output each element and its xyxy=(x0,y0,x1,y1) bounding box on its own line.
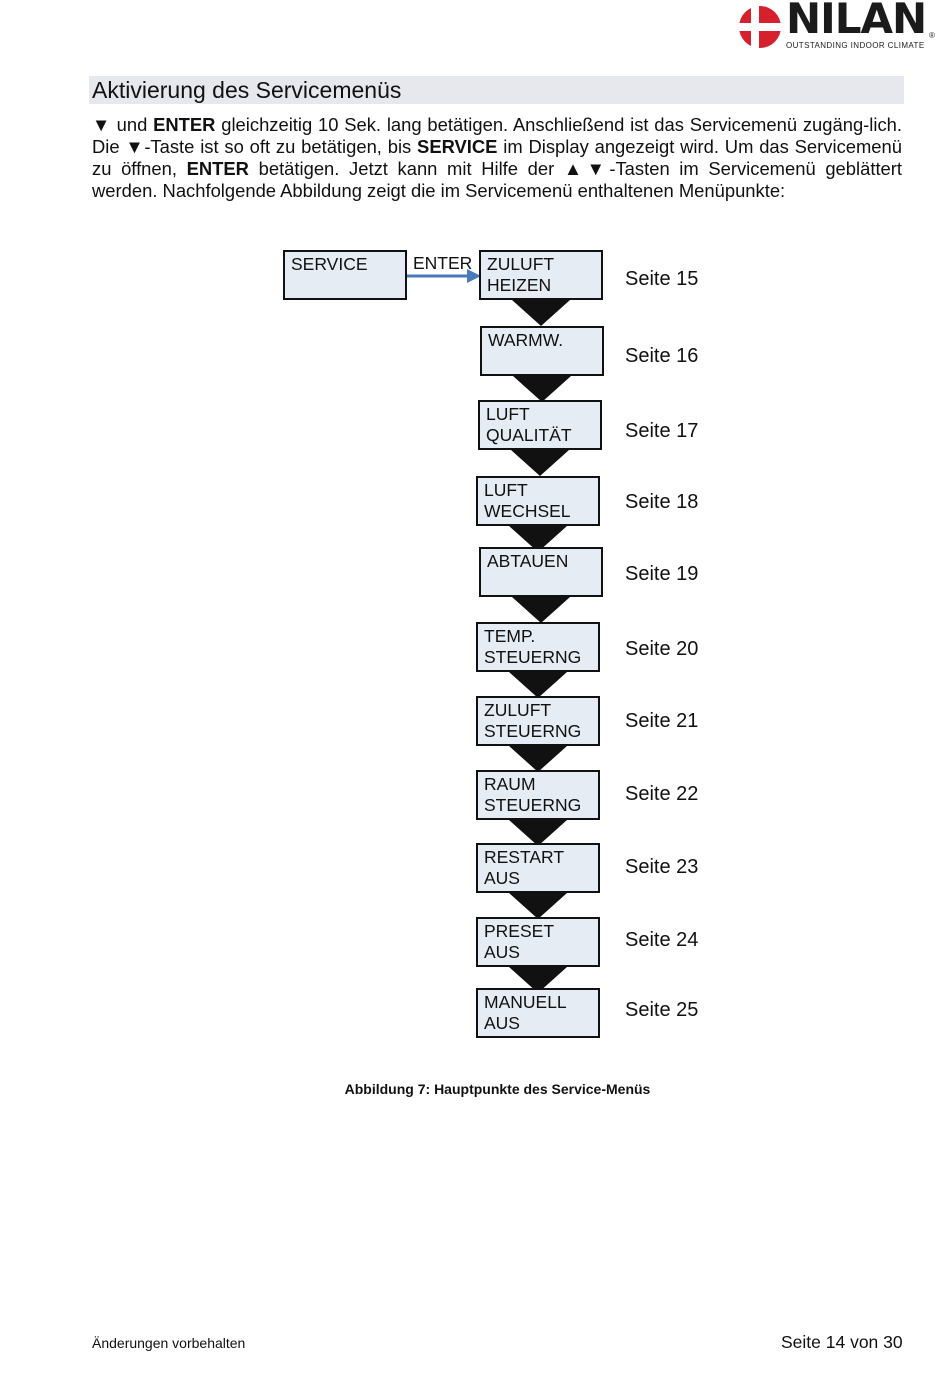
menu-item-label: PRESET xyxy=(484,921,555,941)
menu-item-label: QUALITÄT xyxy=(486,425,572,445)
page-reference: Seite 19 xyxy=(625,563,699,585)
page-reference: Seite 18 xyxy=(625,491,699,513)
down-arrow-icon xyxy=(511,450,569,476)
nilan-logo: NILAN OUTSTANDING INDOOR CLIMATE ® xyxy=(737,0,937,52)
page-reference: Seite 24 xyxy=(625,929,699,951)
menu-item-label: HEIZEN xyxy=(487,275,552,295)
page-reference: Seite 20 xyxy=(625,638,699,660)
section-title: Aktivierung des Servicemenüs xyxy=(89,76,904,104)
menu-item-label: WECHSEL xyxy=(484,501,571,521)
menu-item-label: STEUERNG xyxy=(484,721,582,741)
page-reference: Seite 25 xyxy=(625,999,699,1021)
menu-item-label: STEUERNG xyxy=(484,647,582,667)
menu-item-label: RAUM xyxy=(484,774,536,794)
figure-caption: Abbildung 7: Hauptpunkte des Service-Men… xyxy=(344,1081,651,1097)
menu-item-box: WARMW. xyxy=(480,326,604,376)
down-arrow-icon xyxy=(509,967,567,993)
enter-label: ENTER xyxy=(413,253,473,273)
footer-note: Änderungen vorbehalten xyxy=(92,1335,246,1351)
intro-paragraph: ▼ und ENTER gleichzeitig 10 Sek. lang be… xyxy=(92,114,903,201)
page-reference: Seite 15 xyxy=(625,268,699,290)
menu-item-label: ABTAUEN xyxy=(487,551,569,571)
page-number: Seite 14 von 30 xyxy=(781,1332,903,1352)
down-arrow-icon xyxy=(512,300,570,326)
menu-item-label: ZULUFT xyxy=(484,700,552,720)
down-arrow-icon xyxy=(512,597,570,623)
menu-item-label: RESTART xyxy=(484,847,565,867)
menu-item-label: WARMW. xyxy=(488,330,564,350)
menu-item-label: ZULUFT xyxy=(487,254,555,274)
page-reference: Seite 16 xyxy=(625,345,699,367)
menu-item-label: LUFT xyxy=(486,404,530,424)
enter-arrow-icon xyxy=(407,269,481,283)
page-reference: Seite 22 xyxy=(625,783,699,805)
logo-wordmark: NILAN xyxy=(786,0,927,43)
down-arrow-icon xyxy=(509,746,567,772)
menu-item-label: AUS xyxy=(484,868,520,888)
page-reference: Seite 23 xyxy=(625,856,699,878)
menu-item-label: MANUELL xyxy=(484,992,567,1012)
enter-keyword: ENTER xyxy=(153,114,216,135)
service-keyword: SERVICE xyxy=(417,136,498,157)
page-reference: Seite 21 xyxy=(625,710,699,732)
menu-item-label: AUS xyxy=(484,942,520,962)
down-arrow-icon xyxy=(509,820,567,846)
down-arrow-icon xyxy=(509,672,567,698)
up-down-arrow-symbol: ▲▼ xyxy=(563,158,610,179)
service-box: SERVICE xyxy=(283,250,407,300)
down-arrow-symbol: ▼ xyxy=(92,114,111,135)
menu-item-label: STEUERNG xyxy=(484,795,582,815)
menu-item-label: AUS xyxy=(484,1013,520,1033)
logo-registered-mark: ® xyxy=(929,31,935,40)
logo-tagline: OUTSTANDING INDOOR CLIMATE xyxy=(786,41,925,50)
danish-flag-circle-icon xyxy=(739,6,781,48)
enter-keyword: ENTER xyxy=(186,158,249,179)
down-arrow-icon xyxy=(509,526,567,552)
down-arrow-icon xyxy=(509,893,567,919)
menu-item-label: TEMP. xyxy=(484,626,536,646)
menu-item-box: TEMP.STEUERNG xyxy=(476,622,600,672)
menu-item-box: ABTAUEN xyxy=(479,547,603,597)
down-arrow-symbol: ▼ xyxy=(125,136,145,157)
page-reference: Seite 17 xyxy=(625,420,699,442)
menu-item-label: LUFT xyxy=(484,480,528,500)
down-arrow-icon xyxy=(513,376,571,402)
